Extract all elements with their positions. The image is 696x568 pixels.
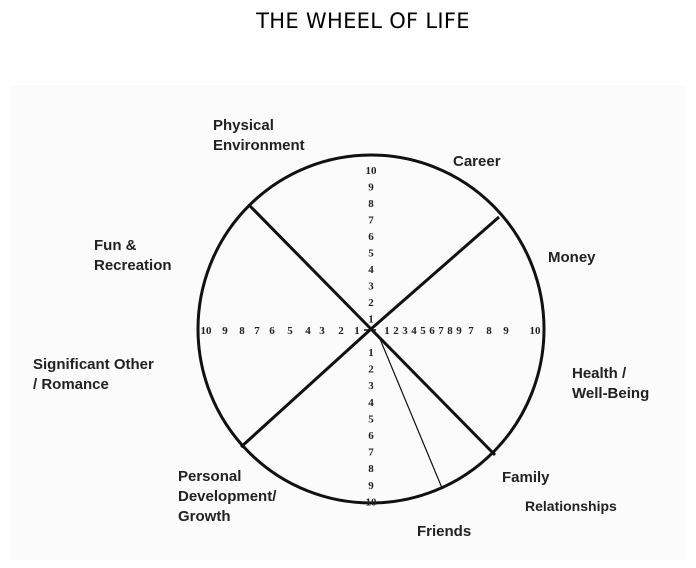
scale-down-tick: 2 — [368, 364, 374, 376]
spoke-ne — [370, 215, 500, 331]
scale-up-tick: 6 — [368, 231, 374, 243]
scale-left-tick: 9 — [222, 325, 228, 337]
scale-up-tick: 10 — [366, 165, 378, 177]
label-significant-other-romance: Significant Other/ Romance — [33, 356, 154, 393]
wheel-circle — [196, 153, 546, 505]
scale-left-tick: 10 — [201, 325, 213, 337]
scale-right-tick: 8 — [486, 325, 492, 337]
scale-up-tick: 2 — [368, 297, 374, 309]
scale-left-tick: 1 — [354, 325, 360, 337]
diagram-panel — [10, 85, 686, 560]
scale-left-tick: 6 — [269, 325, 275, 337]
scale-left-tick: 4 — [305, 325, 311, 337]
scale-left-tick: 5 — [287, 325, 293, 337]
scale-right-tick: 6 — [429, 325, 435, 337]
scale-right-tick: 8 — [447, 325, 453, 337]
scale-left-tick: 2 — [338, 325, 344, 337]
scale-down-tick: 8 — [368, 463, 374, 475]
scale-left-tick: 3 — [319, 325, 325, 337]
scale-left-tick: 8 — [239, 325, 245, 337]
scale-up-tick: 5 — [368, 248, 374, 260]
scale-down-tick: 1 — [368, 347, 374, 359]
scale-down-tick: 5 — [368, 413, 374, 425]
scale-up-tick: 9 — [368, 182, 374, 194]
label-friends: Friends — [417, 523, 472, 540]
label-relationships: Relationships — [525, 498, 617, 514]
label-family: Family — [502, 469, 550, 486]
scale-right-tick: 1 — [384, 325, 390, 337]
spoke-friends — [379, 338, 443, 489]
scale-up-tick: 1 — [368, 314, 374, 326]
scale-right-tick: 2 — [393, 325, 399, 337]
scale-up-tick: 3 — [368, 281, 374, 293]
scale-down-tick: 3 — [368, 380, 374, 392]
scale-up-tick: 7 — [368, 215, 374, 227]
scale-down-tick: 10 — [366, 496, 378, 508]
scale-right-tick: 3 — [402, 325, 408, 337]
spoke-sw — [239, 327, 373, 449]
label-fun-recreation: Fun &Recreation — [94, 237, 172, 274]
scale-right-tick: 7 — [438, 325, 444, 337]
scale-down-tick: 9 — [368, 480, 374, 492]
scale-down-tick: 6 — [368, 430, 374, 442]
label-health-well-being: Health /Well-Being — [572, 365, 650, 402]
scale-left-tick: 7 — [254, 325, 260, 337]
scale-right-tick: 10 — [530, 325, 542, 337]
scale-right-tick: 9 — [456, 325, 462, 337]
scale-right-tick: 9 — [503, 325, 509, 337]
scale-down-tick: 7 — [368, 447, 374, 459]
spoke-nw — [248, 204, 373, 331]
scale-up-tick: 4 — [368, 264, 374, 276]
page-title: THE WHEEL OF LIFE — [256, 9, 470, 33]
label-career: Career — [453, 153, 501, 170]
scale-down-tick: 4 — [368, 397, 374, 409]
scale-up-tick: 8 — [368, 198, 374, 210]
spoke-se — [369, 327, 497, 457]
scale-right-tick: 5 — [420, 325, 426, 337]
scale-right-tick: 7 — [468, 325, 474, 337]
label-money: Money — [548, 249, 596, 266]
scale-right-tick: 4 — [411, 325, 417, 337]
